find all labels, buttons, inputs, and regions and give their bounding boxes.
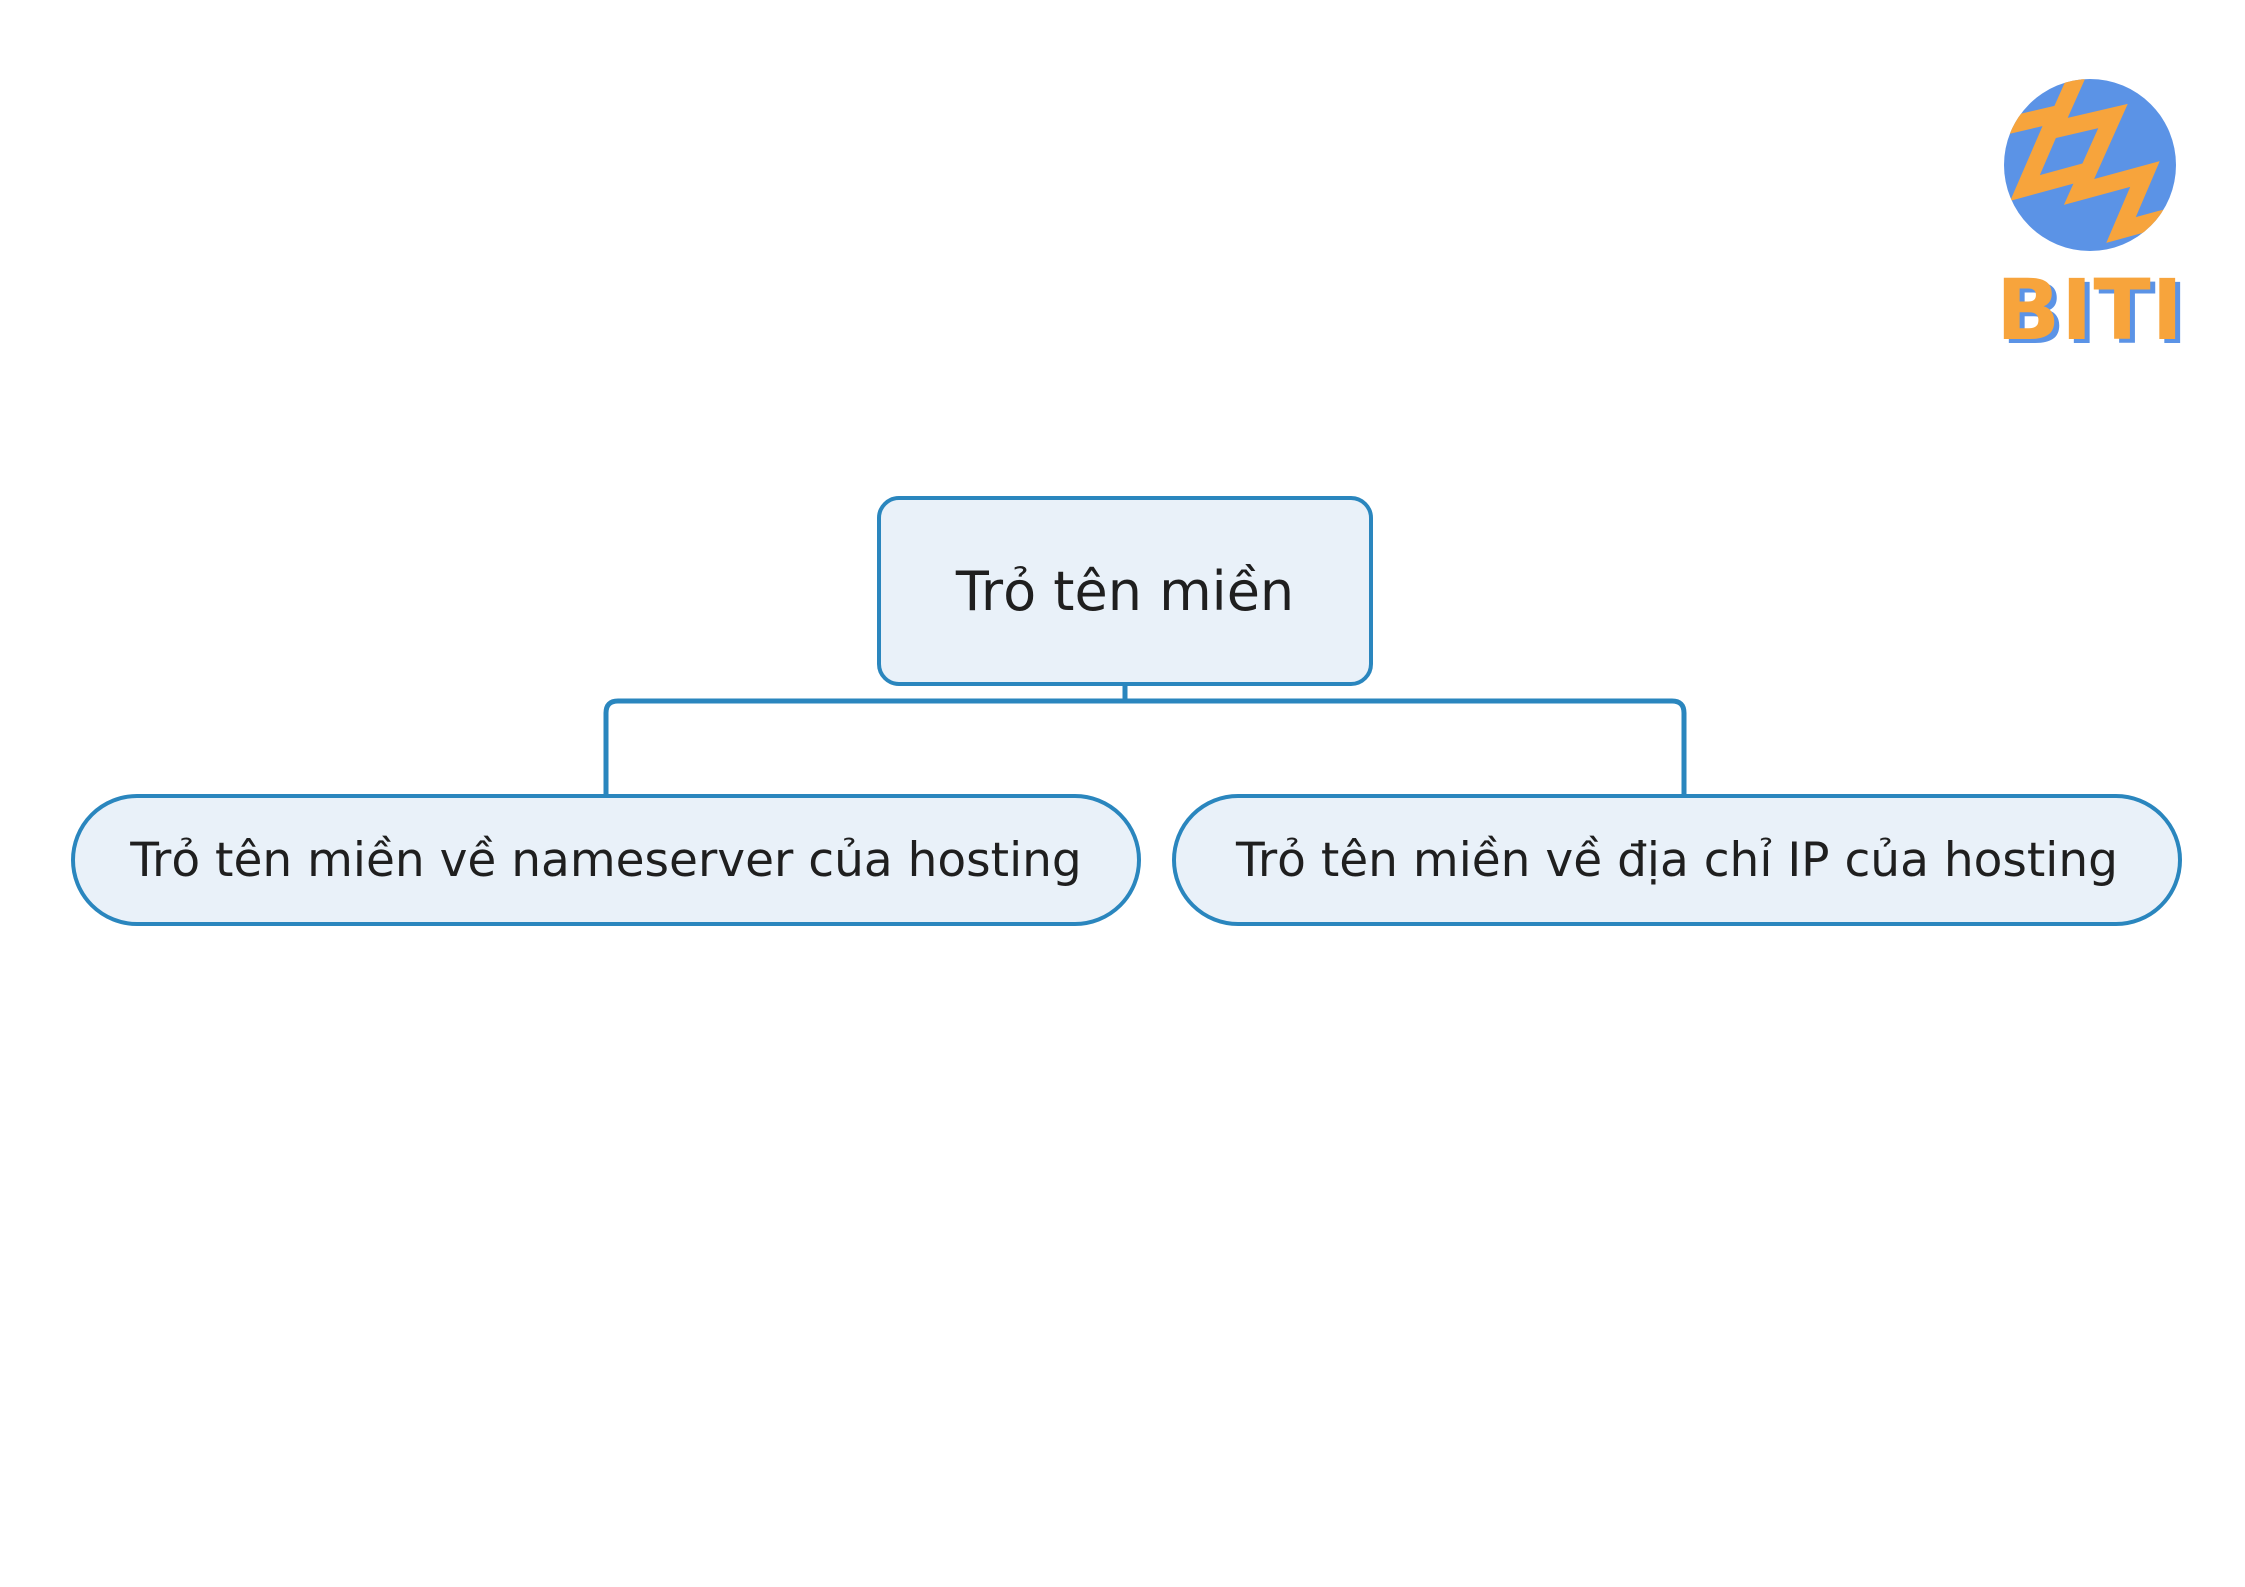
root-node: Trỏ tên miền [877, 496, 1373, 686]
biti-logo-text: BITI [1996, 261, 2184, 359]
biti-logo: BITI [1995, 70, 2185, 359]
logo-zigzag-lower [2038, 79, 2176, 243]
connector-horizontal-bar [603, 698, 1687, 794]
child-node-ip-address-label: Trỏ tên miền về địa chỉ IP của hosting [1236, 832, 2118, 888]
root-node-label: Trỏ tên miền [955, 559, 1295, 623]
biti-logo-mark-icon [2004, 79, 2176, 251]
child-node-nameserver-label: Trỏ tên miền về nameserver của hosting [130, 832, 1082, 888]
child-node-nameserver: Trỏ tên miền về nameserver của hosting [71, 794, 1141, 926]
child-node-ip-address: Trỏ tên miền về địa chỉ IP của hosting [1172, 794, 2182, 926]
